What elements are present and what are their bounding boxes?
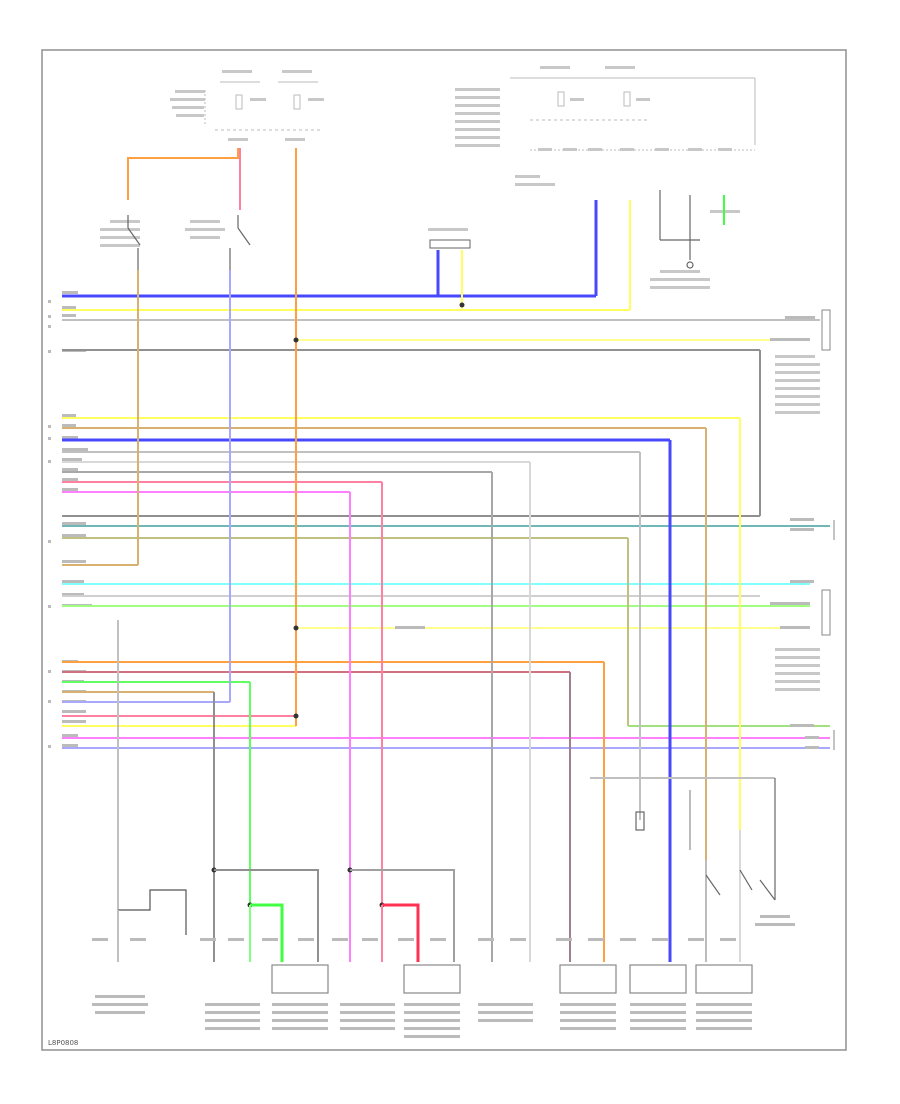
bottom-pin-labels [92, 915, 795, 1038]
fuse-block-right [510, 77, 756, 151]
footer-code: L8P0808 [48, 1039, 78, 1047]
right-connectors [821, 309, 835, 750]
switch-left [127, 215, 251, 270]
right-wire-labels [395, 316, 819, 749]
left-wire-labels [48, 291, 92, 748]
vertical-wires [117, 148, 761, 962]
wire-orange-top [127, 148, 239, 200]
relay-bottom-right [590, 777, 776, 962]
bottom-wiring [117, 869, 455, 962]
label-smudges [100, 66, 820, 691]
relay-right [659, 190, 700, 269]
connector-mid-top [429, 239, 471, 249]
component-boxes [271, 964, 753, 994]
horizontal-wires [62, 294, 830, 749]
diagram-frame [41, 49, 847, 1051]
fuse-block-left [204, 81, 320, 131]
